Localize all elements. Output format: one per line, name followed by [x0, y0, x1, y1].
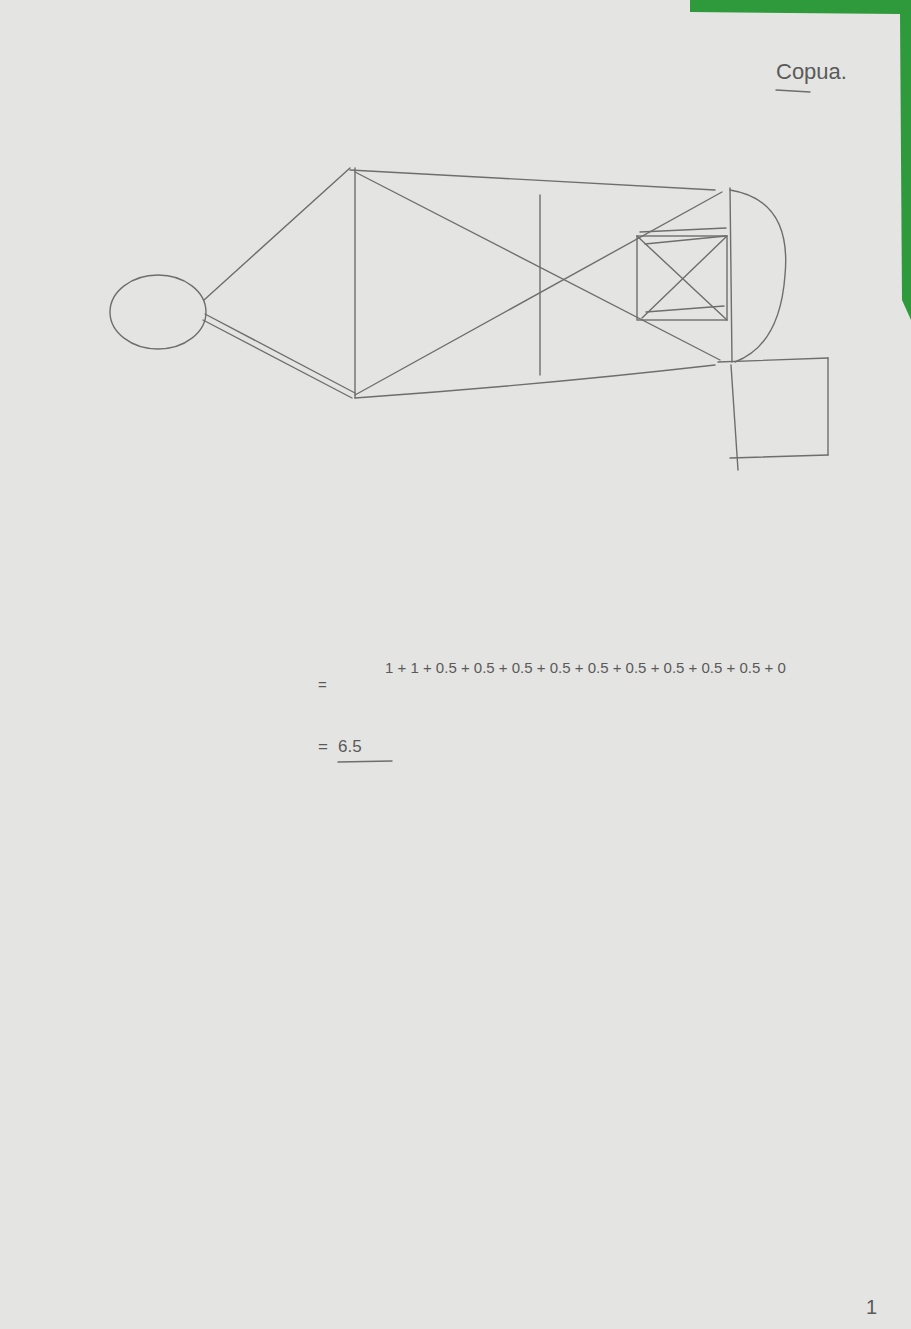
- equals-sign: =: [318, 677, 327, 694]
- equals-sign: =: [318, 738, 328, 757]
- head-circle: [110, 275, 206, 349]
- sketch-lines: [110, 90, 828, 762]
- sum-expression: 1 + 1 + 0.5 + 0.5 + 0.5 + 0.5 + 0.5 + 0.…: [385, 660, 786, 677]
- page-heading: Copua.: [776, 60, 847, 84]
- result-number: 6.5: [338, 738, 362, 757]
- green-edge: [690, 0, 911, 320]
- page-number: 1: [866, 1296, 877, 1318]
